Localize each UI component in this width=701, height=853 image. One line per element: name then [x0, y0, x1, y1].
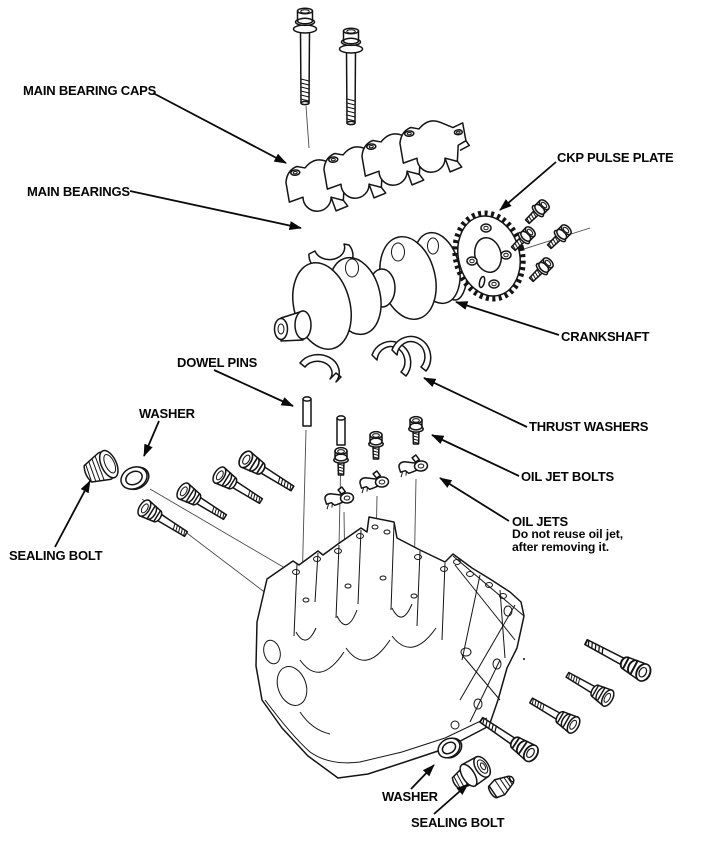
label-oil-jets: OIL JETS: [512, 514, 568, 529]
leader-sealing-bolt-lower: [433, 783, 469, 815]
crankshaft-part: [273, 231, 468, 350]
main-bearing-lower: [299, 353, 342, 383]
sealing-bolt-lower-part: [451, 755, 492, 790]
label-oil-jets-note-2: after removing it.: [512, 540, 610, 554]
jet-screw-part: [487, 775, 515, 799]
leader-crankshaft: [455, 301, 560, 336]
leader-arrows: [54, 92, 560, 815]
label-washer-lower: WASHER: [382, 789, 438, 804]
label-crankshaft: CRANKSHAFT: [561, 329, 650, 344]
label-sealing-bolt-lower: SEALING BOLT: [411, 815, 505, 830]
leader-oil-jet-bolts: [431, 434, 520, 477]
washer-lower-part: [437, 737, 463, 759]
label-washer-upper: WASHER: [139, 406, 195, 421]
bearing-cap-bolts: [292, 7, 364, 126]
ckp-pulse-plate-part: [452, 210, 526, 302]
label-dowel-pins: DOWEL PINS: [177, 355, 258, 370]
leader-ckp-pulse-plate: [499, 161, 557, 211]
label-main-bearing-caps: MAIN BEARING CAPS: [23, 83, 157, 98]
label-ckp-pulse-plate: CKP PULSE PLATE: [557, 150, 674, 165]
sealing-bolt-upper-part: [83, 449, 119, 483]
leader-sealing-bolt-upper: [54, 480, 91, 548]
washer-upper-part: [120, 466, 150, 491]
label-oil-jet-bolts: OIL JET BOLTS: [521, 469, 614, 484]
label-oil-jets-note-1: Do not reuse oil jet,: [512, 527, 623, 541]
leader-thrust-washers: [423, 377, 528, 428]
leader-main-bearing-caps: [152, 92, 287, 164]
leader-washer-lower: [410, 764, 435, 790]
leader-dowel-pins: [213, 369, 294, 407]
label-thrust-washers: THRUST WASHERS: [529, 419, 649, 434]
thrust-washers-part: [371, 335, 432, 377]
leader-oil-jets: [439, 477, 510, 522]
main-bearing-caps: [283, 117, 472, 215]
leader-main-bearings: [129, 190, 302, 230]
label-main-bearings: MAIN BEARINGS: [27, 184, 130, 199]
dowel-pins-part: [302, 396, 346, 446]
engine-block-part: [255, 516, 526, 779]
leader-washer-upper: [143, 420, 160, 457]
label-sealing-bolt-upper: SEALING BOLT: [9, 548, 103, 563]
